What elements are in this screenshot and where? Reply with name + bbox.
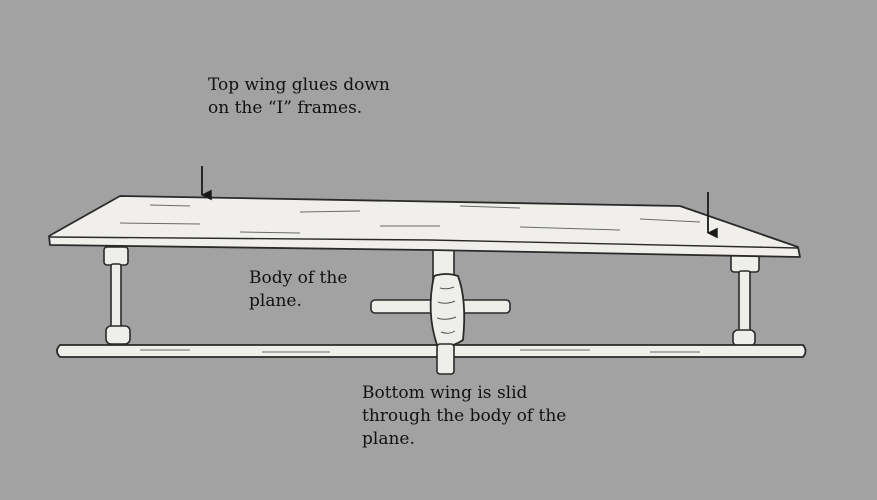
- bottom-wing-label: Bottom wing is slid through the body of …: [362, 382, 566, 451]
- top-wing-label-line-1: Top wing glues down: [208, 75, 390, 95]
- top-wing: [48, 195, 801, 258]
- body-label-line-2: plane.: [249, 291, 302, 311]
- top-wing-label: Top wing glues down on the “I” frames.: [208, 74, 390, 120]
- bottom-wing-label-line-1: Bottom wing is slid: [362, 383, 528, 403]
- bottom-wing: [56, 344, 807, 358]
- left-strut-post: [110, 263, 122, 329]
- bottom-wing-label-line-3: plane.: [362, 429, 415, 449]
- right-i-frame: [730, 253, 760, 347]
- right-strut-bottom-block: [732, 329, 756, 347]
- top-wing-label-line-2: on the “I” frames.: [208, 98, 363, 118]
- fuselage-dowel-lower: [436, 343, 455, 375]
- left-i-frame: [103, 246, 131, 345]
- body-label-line-1: Body of the: [249, 268, 348, 288]
- left-strut-top-block: [103, 246, 129, 266]
- right-strut-post: [738, 270, 751, 334]
- left-strut-bottom-block: [105, 325, 131, 345]
- body-label: Body of the plane.: [249, 267, 347, 313]
- bottom-wing-label-line-2: through the body of the: [362, 406, 567, 426]
- fuselage-body: [429, 273, 466, 375]
